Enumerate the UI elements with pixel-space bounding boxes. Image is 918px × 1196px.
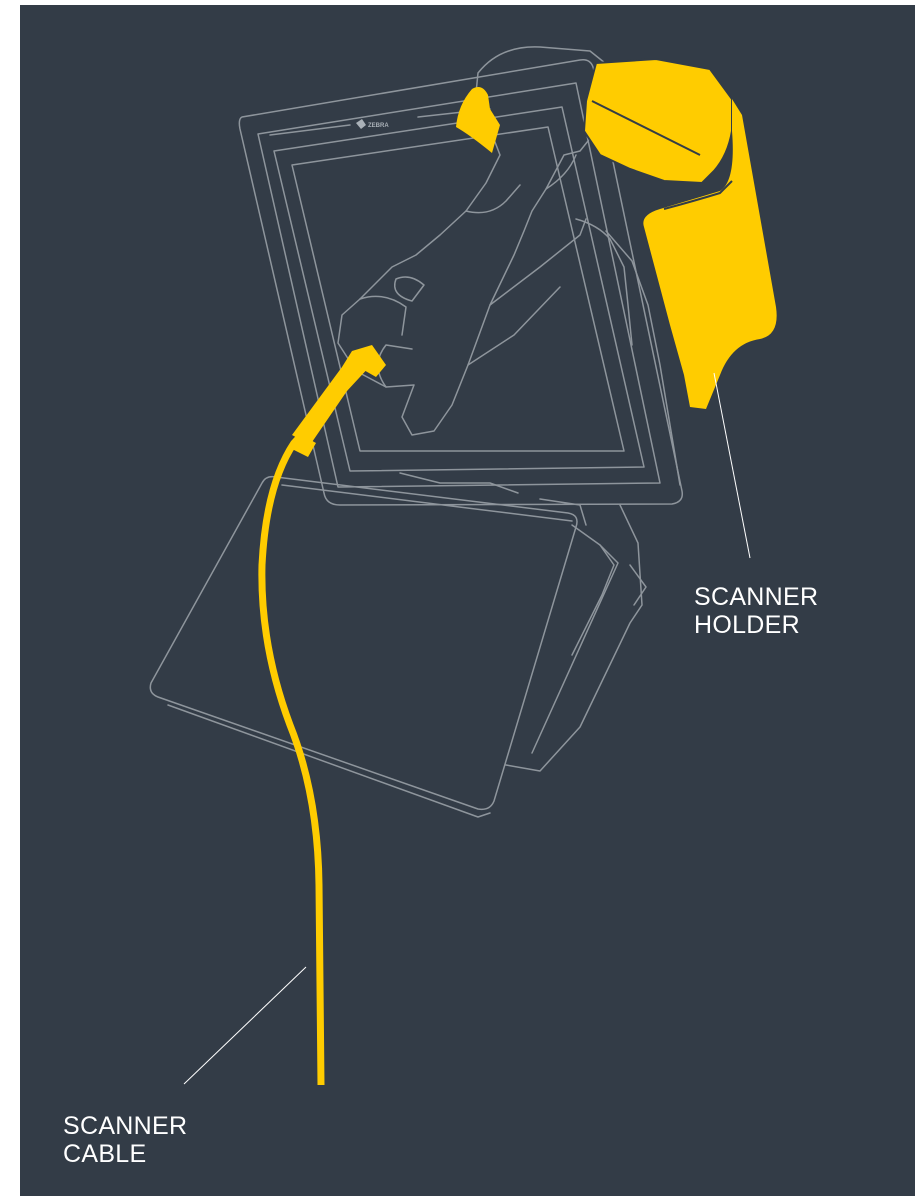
zebra-head-icon [356,119,366,129]
holder-leader-line [714,373,750,558]
scanner-head [584,59,732,183]
monitor-stand [506,505,642,771]
scanner-cable [262,361,370,1085]
customer-display [150,477,577,810]
diagram-panel: ZEBRA SCANNER HOLDER SCANNER CABLE [20,5,915,1196]
zebra-logo-text: ZEBRA [368,123,389,129]
scanner-holder-label: SCANNER HOLDER [694,583,818,639]
scanner-cable-label: SCANNER CABLE [63,1112,187,1168]
cable-leader-line [184,967,306,1084]
zebra-logo: ZEBRA [356,119,389,129]
